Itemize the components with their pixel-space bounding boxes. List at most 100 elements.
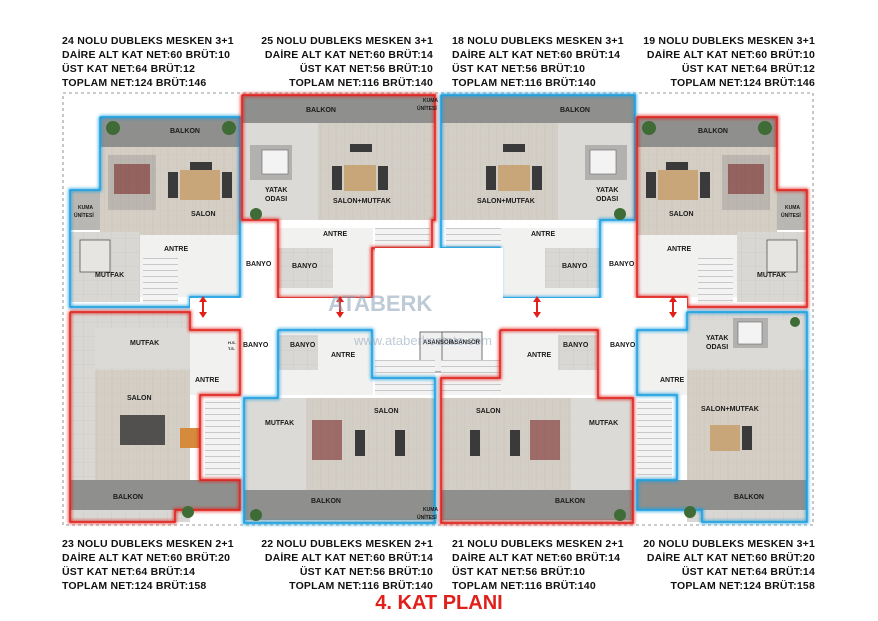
room-label: ANTRE	[323, 231, 347, 238]
room-label: ÜNİTESİ	[417, 105, 437, 112]
room-label: BALKON	[306, 107, 336, 114]
room-label: BANYO	[563, 342, 589, 349]
balcony	[637, 117, 777, 147]
unit-lower-floor: DAİRE ALT KAT NET:60 BRÜT:20	[646, 552, 815, 564]
unit-21-plan: MUTFAK SALON ANTRE BANYO BALKON	[439, 328, 635, 525]
unit-upper-floor: ÜST KAT NET:56 BRÜT:10	[452, 63, 586, 75]
unit-19-plan: BALKON SALON ANTRE MUTFAK BANYO KUMA ÜNİ…	[609, 115, 809, 309]
room-label: SALON+MUTFAK	[333, 198, 391, 205]
unit-upper-floor: ÜST KAT NET:56 BRÜT:10	[299, 63, 433, 75]
unit-lower-floor: DAİRE ALT KAT NET:60 BRÜT:20	[62, 552, 231, 564]
unit-upper-floor: ÜST KAT NET:64 BRÜT:14	[62, 566, 196, 578]
unit-name: 25 NOLU DUBLEKS MESKEN 3+1	[261, 35, 433, 47]
unit-24-plan: BALKON SALON ANTRE MUTFAK BANYO KUMA ÜNİ…	[68, 115, 272, 309]
room-label: ANTRE	[331, 352, 355, 359]
room-label: BALKON	[560, 107, 590, 114]
balcony	[441, 95, 635, 123]
room-label: MUTFAK	[130, 340, 159, 347]
unit-lower-floor: DAİRE ALT KAT NET:60 BRÜT:10	[62, 49, 231, 61]
room-label: BALKON	[555, 498, 585, 505]
unit-25-plan: BALKON YATAK ODASI SALON+MUTFAK ANTRE BA…	[240, 93, 438, 300]
room-label: MUTFAK	[589, 420, 618, 427]
unit-20-info: 20 NOLU DUBLEKS MESKEN 3+1 DAİRE ALT KAT…	[643, 537, 815, 593]
room-label: ODASI	[706, 344, 728, 351]
room-label: BANYO	[610, 342, 636, 349]
room-label: ÜNİTESİ	[781, 212, 801, 219]
unit-total: TOPLAM NET:124 BRÜT:158	[62, 580, 207, 592]
unit-upper-floor: ÜST KAT NET:64 BRÜT:12	[681, 63, 815, 75]
room-label: ÜNİTESİ	[417, 514, 437, 521]
room-label: SALON	[374, 408, 399, 415]
room-label: BALKON	[311, 498, 341, 505]
site-boundary	[62, 92, 814, 526]
room-label: ANTRE	[164, 246, 188, 253]
room-label: ANTRE	[527, 352, 551, 359]
room-label: BANYO	[292, 263, 318, 270]
unit-25-info: 25 NOLU DUBLEKS MESKEN 3+1 DAİRE ALT KAT…	[261, 34, 433, 90]
room-label: ANTRE	[531, 231, 555, 238]
watermark: ATABERK www.ataberkestate.com	[328, 291, 492, 348]
unit-18-info: 18 NOLU DUBLEKS MESKEN 3+1 DAİRE ALT KAT…	[452, 34, 624, 90]
watermark-site: www.ataberkestate.com	[353, 333, 492, 348]
room-label: SALON	[669, 211, 694, 218]
room-label: YATAK	[265, 187, 287, 194]
balcony	[244, 490, 435, 520]
unit-upper-floor: ÜST KAT NET:64 BRÜT:14	[681, 566, 815, 578]
room-label: KUMA	[785, 205, 800, 211]
unit-name: 19 NOLU DUBLEKS MESKEN 3+1	[643, 35, 815, 47]
room-label: ASANSÖR	[450, 339, 481, 346]
unit-23-info: 23 NOLU DUBLEKS MESKEN 2+1 DAİRE ALT KAT…	[62, 537, 234, 593]
room-label: KUMA	[423, 98, 438, 104]
room-label: BALKON	[734, 494, 764, 501]
room-label: BANYO	[246, 261, 272, 268]
unit-24-info: 24 NOLU DUBLEKS MESKEN 3+1 DAİRE ALT KAT…	[62, 34, 234, 90]
room-label: ANTRE	[667, 246, 691, 253]
corridor	[190, 298, 687, 328]
room-label: SALON	[127, 395, 152, 402]
room-label: MUTFAK	[95, 272, 124, 279]
plan-title: 4. KAT PLANI	[375, 592, 503, 614]
room-label: BALKON	[113, 494, 143, 501]
unit-22-info: 22 NOLU DUBLEKS MESKEN 2+1 DAİRE ALT KAT…	[261, 537, 433, 593]
unit-total: TOPLAM NET:124 BRÜT:158	[670, 580, 815, 592]
room-label: KUMA	[78, 205, 93, 211]
unit-18-plan: BALKON YATAK ODASI SALON+MUTFAK ANTRE BA…	[439, 93, 637, 300]
room-label: BALKON	[698, 128, 728, 135]
unit-name: 18 NOLU DUBLEKS MESKEN 3+1	[452, 35, 624, 47]
unit-name: 24 NOLU DUBLEKS MESKEN 3+1	[62, 35, 234, 47]
balcony	[70, 480, 240, 510]
watermark-logo: ATABERK	[328, 291, 432, 316]
room-label: T.S.	[228, 346, 235, 351]
room-label: BANYO	[562, 263, 588, 270]
unit-name: 23 NOLU DUBLEKS MESKEN 2+1	[62, 538, 234, 550]
room-label: ANTRE	[195, 377, 219, 384]
unit-23-plan: MUTFAK SALON ANTRE BANYO BALKON H.S. T.S…	[68, 310, 269, 524]
unit-lower-floor: DAİRE ALT KAT NET:60 BRÜT:14	[264, 552, 433, 564]
unit-lower-floor: DAİRE ALT KAT NET:60 BRÜT:10	[646, 49, 815, 61]
room-label: MUTFAK	[265, 420, 294, 427]
room-label: ÜNİTESİ	[74, 212, 94, 219]
unit-20-plan: YATAK ODASI SALON+MUTFAK ANTRE BANYO BAL…	[610, 310, 809, 524]
room-label: BANYO	[609, 261, 635, 268]
unit-upper-floor: ÜST KAT NET:56 BRÜT:10	[452, 566, 586, 578]
room-label: YATAK	[596, 187, 618, 194]
unit-name: 22 NOLU DUBLEKS MESKEN 2+1	[261, 538, 433, 550]
unit-21-info: 21 NOLU DUBLEKS MESKEN 2+1 DAİRE ALT KAT…	[452, 537, 624, 593]
room-label: BALKON	[170, 128, 200, 135]
unit-total: TOPLAM NET:116 BRÜT:140	[452, 580, 596, 592]
room-label: BANYO	[243, 342, 269, 349]
room-label: ANTRE	[660, 377, 684, 384]
unit-upper-floor: ÜST KAT NET:56 BRÜT:10	[299, 566, 433, 578]
room-label: ODASI	[265, 196, 287, 203]
balcony	[242, 95, 435, 123]
room-label: KUMA	[423, 507, 438, 513]
room-label: H.S.	[228, 340, 236, 345]
unit-name: 21 NOLU DUBLEKS MESKEN 2+1	[452, 538, 624, 550]
balcony	[100, 117, 240, 147]
room-label: BANYO	[290, 342, 316, 349]
balcony	[637, 480, 807, 510]
unit-total: TOPLAM NET:124 BRÜT:146	[670, 77, 815, 89]
room-label: SALON	[476, 408, 501, 415]
room-label: ASANSÖR	[423, 339, 454, 346]
